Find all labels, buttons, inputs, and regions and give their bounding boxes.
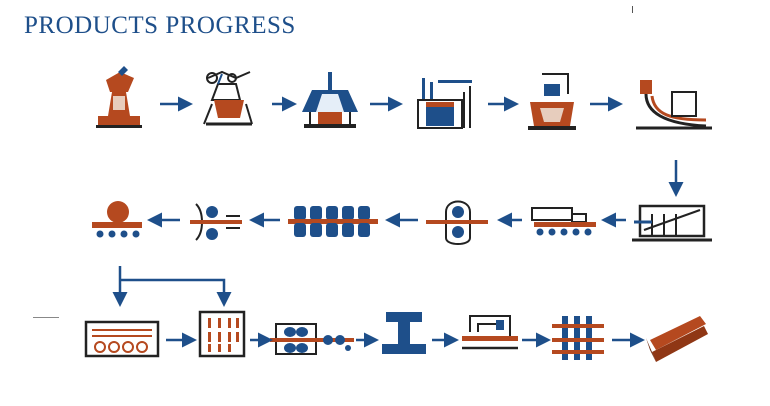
roughing-mill-icon [426, 200, 488, 245]
rod-stand-icon [198, 310, 246, 358]
coil-product-icon [92, 201, 142, 238]
finishing-mill-icon [190, 203, 242, 241]
sintering-machine-icon [203, 70, 253, 126]
ore-crusher-icon [96, 66, 142, 128]
steel-beam-icon [646, 316, 708, 362]
continuous-caster-icon [636, 80, 712, 130]
universal-mill-icon [270, 323, 354, 355]
bundling-icon [552, 316, 604, 360]
straightener-icon [462, 315, 518, 350]
flow-arrow [120, 278, 232, 307]
billet-conveyor-icon [531, 207, 596, 236]
page-title: PRODUCTS PROGRESS [24, 12, 296, 39]
cooling-bed-icon [632, 204, 712, 242]
converter-icon [417, 78, 472, 129]
stray-mark [632, 6, 633, 13]
reheating-furnace-icon [84, 320, 160, 358]
blast-furnace-icon [302, 72, 358, 128]
stray-line [33, 317, 59, 318]
intermediate-mill-icon [288, 206, 378, 237]
ladle-furnace-icon [528, 73, 576, 130]
rail-section-icon [382, 312, 426, 354]
